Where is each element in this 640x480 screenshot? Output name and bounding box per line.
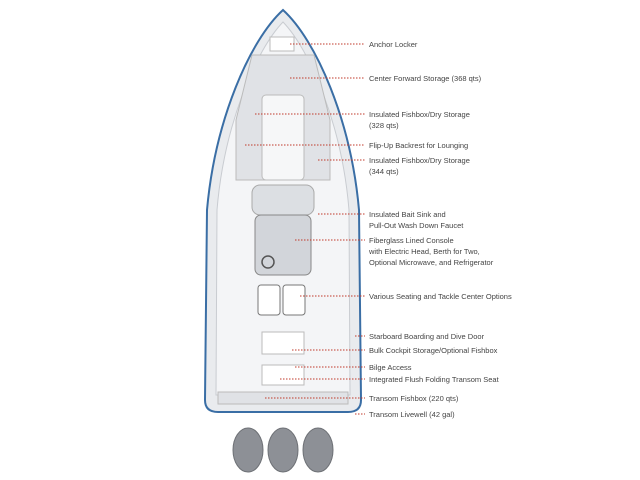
label-line: Center Forward Storage (368 qts) [369, 74, 482, 83]
leaning-post [251, 184, 315, 216]
label-line: Bulk Cockpit Storage/Optional Fishbox [369, 346, 498, 355]
label-line: Pull-Out Wash Down Faucet [369, 221, 464, 230]
engine-starboard [302, 427, 334, 473]
label-bilge-access: Bilge Access [369, 362, 412, 373]
label-line: with Electric Head, Berth for Two, [369, 247, 480, 256]
outboard-engines [232, 427, 334, 473]
label-anchor-locker: Anchor Locker [369, 39, 417, 50]
seat-left [257, 284, 281, 316]
label-dive-door: Starboard Boarding and Dive Door [369, 331, 484, 342]
console [254, 214, 312, 276]
label-line: Transom Fishbox (220 qts) [369, 394, 459, 403]
label-line: Fiberglass Lined Console [369, 236, 454, 245]
bilge-hatch [261, 364, 305, 386]
label-line: Insulated Bait Sink and [369, 210, 446, 219]
label-console: Fiberglass Lined Console with Electric He… [369, 235, 493, 268]
label-line: (328 qts) [369, 121, 399, 130]
cockpit-hatch [261, 331, 305, 355]
label-fishbox-344: Insulated Fishbox/Dry Storage (344 qts) [369, 155, 470, 177]
label-line: Insulated Fishbox/Dry Storage [369, 156, 470, 165]
label-line: Starboard Boarding and Dive Door [369, 332, 485, 341]
label-fishbox-328: Insulated Fishbox/Dry Storage (328 qts) [369, 109, 470, 131]
label-line: Bilge Access [369, 363, 412, 372]
label-line: Flip-Up Backrest for Lounging [369, 141, 469, 150]
label-line: Integrated Flush Folding Transom Seat [369, 375, 499, 384]
steering-wheel-icon [261, 255, 275, 269]
label-cockpit-storage: Bulk Cockpit Storage/Optional Fishbox [369, 345, 497, 356]
label-transom-fishbox: Transom Fishbox (220 qts) [369, 393, 458, 404]
forward-table [261, 94, 305, 181]
label-line: (344 qts) [369, 167, 399, 176]
label-line: Various Seating and Tackle Center Option… [369, 292, 512, 301]
label-line: Insulated Fishbox/Dry Storage [369, 110, 470, 119]
label-seating: Various Seating and Tackle Center Option… [369, 291, 512, 302]
label-line: Anchor Locker [369, 40, 418, 49]
label-line: Transom Livewell (42 gal) [369, 410, 455, 419]
label-center-forward-storage: Center Forward Storage (368 qts) [369, 73, 481, 84]
engine-port [232, 427, 264, 473]
engine-center [267, 427, 299, 473]
label-transom-seat: Integrated Flush Folding Transom Seat [369, 374, 499, 385]
label-flip-up-backrest: Flip-Up Backrest for Lounging [369, 140, 468, 151]
leader-lines [245, 43, 365, 415]
label-transom-livewell: Transom Livewell (42 gal) [369, 409, 455, 420]
seat-right [282, 284, 306, 316]
label-line: Optional Microwave, and Refrigerator [369, 258, 494, 267]
